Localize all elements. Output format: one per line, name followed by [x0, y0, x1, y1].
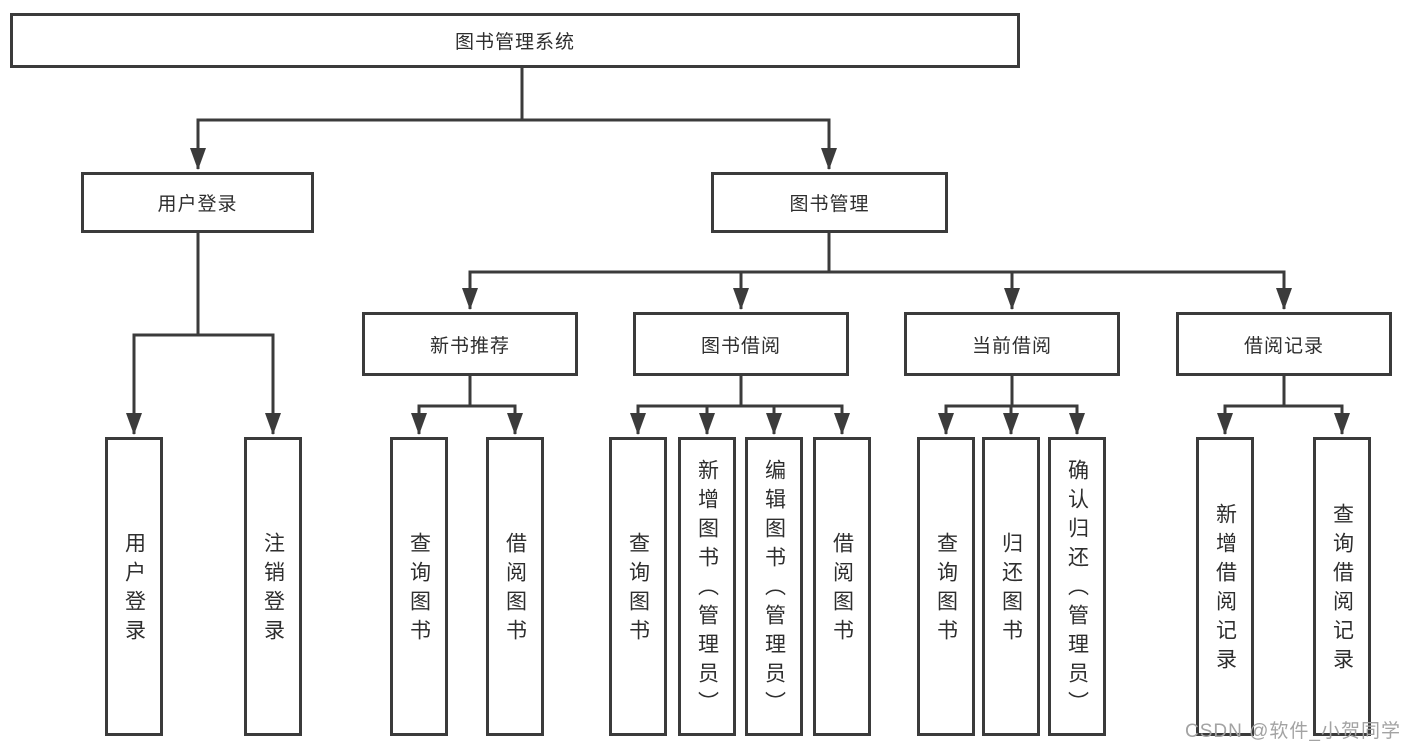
leaf-borrow-books-recommend: 借阅图书 [486, 437, 544, 736]
leaf-borrow-books-borrow-label: 借阅图书 [830, 531, 854, 648]
leaf-edit-book-admin: 编辑图书（管理员） [745, 437, 803, 736]
node-user-login: 用户登录 [81, 172, 314, 233]
leaf-query-books-borrow-label: 查询图书 [626, 531, 650, 648]
leaf-logout: 注销登录 [244, 437, 302, 736]
node-current-borrow-label: 当前借阅 [971, 335, 1052, 357]
node-book-borrow-label: 图书借阅 [700, 335, 781, 357]
leaf-add-borrow-record-label: 新增借阅记录 [1213, 502, 1237, 677]
leaf-query-borrow-record: 查询借阅记录 [1313, 437, 1371, 736]
leaf-query-books-recommend: 查询图书 [390, 437, 448, 736]
node-borrow-records-label: 借阅记录 [1243, 335, 1324, 357]
leaf-return-book: 归还图书 [982, 437, 1040, 736]
leaf-add-book-admin: 新增图书（管理员） [678, 437, 736, 736]
leaf-confirm-return-admin: 确认归还（管理员） [1048, 437, 1106, 736]
leaf-edit-book-admin-label: 编辑图书（管理员） [762, 459, 786, 720]
node-new-book-recommend-label: 新书推荐 [429, 335, 510, 357]
leaf-query-borrow-record-label: 查询借阅记录 [1330, 502, 1354, 677]
node-book-management: 图书管理 [711, 172, 948, 233]
leaf-query-books-recommend-label: 查询图书 [407, 531, 431, 648]
leaf-query-books-current-label: 查询图书 [934, 531, 958, 648]
node-current-borrow: 当前借阅 [904, 312, 1120, 376]
leaf-borrow-books-borrow: 借阅图书 [813, 437, 871, 736]
leaf-confirm-return-admin-label: 确认归还（管理员） [1065, 459, 1089, 720]
node-root-label: 图书管理系统 [454, 32, 575, 53]
leaf-user-login-label: 用户登录 [122, 531, 146, 648]
node-book-borrow: 图书借阅 [633, 312, 849, 376]
node-new-book-recommend: 新书推荐 [362, 312, 578, 376]
node-book-management-label: 图书管理 [789, 194, 870, 215]
leaf-return-book-label: 归还图书 [999, 531, 1023, 648]
csdn-watermark: CSDN @软件_小贺同学 [1185, 721, 1401, 742]
leaf-query-books-borrow: 查询图书 [609, 437, 667, 736]
node-root: 图书管理系统 [10, 13, 1020, 68]
leaf-query-books-current: 查询图书 [917, 437, 975, 736]
leaf-user-login: 用户登录 [105, 437, 163, 736]
leaf-logout-label: 注销登录 [261, 531, 285, 648]
leaf-add-borrow-record: 新增借阅记录 [1196, 437, 1254, 736]
leaf-borrow-books-recommend-label: 借阅图书 [503, 531, 527, 648]
node-borrow-records: 借阅记录 [1176, 312, 1392, 376]
leaf-add-book-admin-label: 新增图书（管理员） [695, 459, 719, 720]
node-user-login-label: 用户登录 [157, 194, 238, 215]
